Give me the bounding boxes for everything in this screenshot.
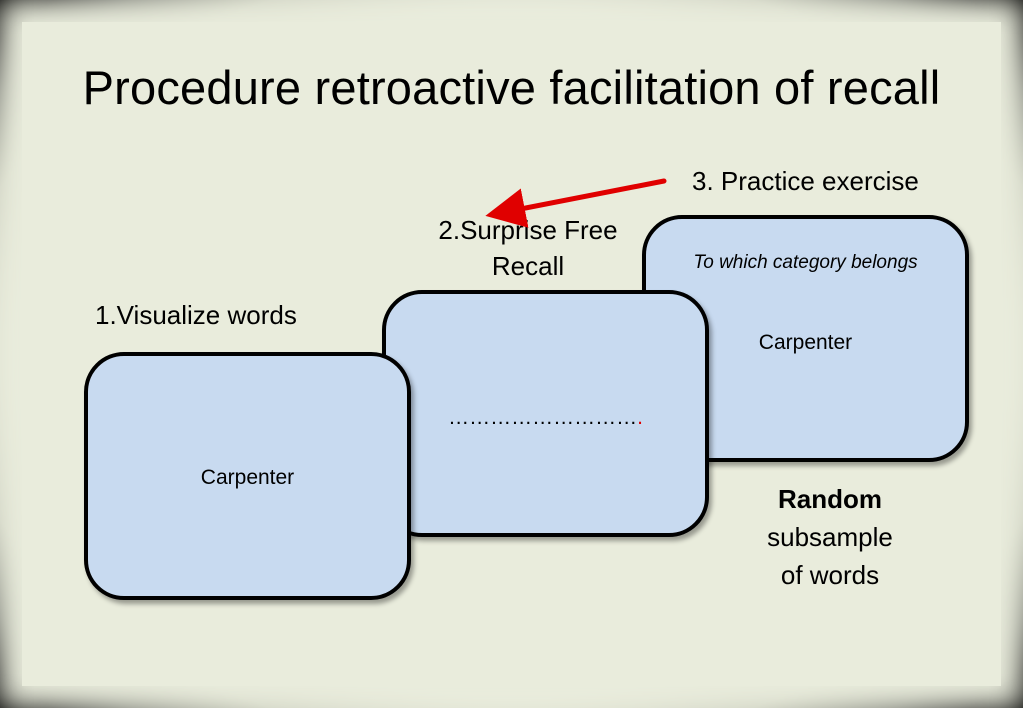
visualize-card: Carpenter xyxy=(84,352,411,600)
step2-label-line2: Recall xyxy=(491,251,565,281)
note-line3: of words xyxy=(780,560,880,590)
visualize-word: Carpenter xyxy=(200,466,295,489)
practice-word: Carpenter xyxy=(758,331,853,354)
practice-question: To which category belongs xyxy=(693,252,918,273)
step1-label: 1.Visualize words xyxy=(95,300,297,330)
random-subsample-note: Random subsample of words xyxy=(745,480,915,594)
note-line2: subsample xyxy=(767,522,893,552)
note-bold: Random xyxy=(778,484,882,514)
recall-dots: ……………………… xyxy=(448,406,638,429)
recall-red-dot: . xyxy=(637,406,643,429)
recall-card: ………………………. xyxy=(382,290,709,537)
step3-label: 3. Practice exercise xyxy=(692,166,919,196)
slide-title: Procedure retroactive facilitation of re… xyxy=(82,61,941,114)
recall-blank: ………………………. xyxy=(386,404,705,432)
arrow-line xyxy=(485,178,667,228)
